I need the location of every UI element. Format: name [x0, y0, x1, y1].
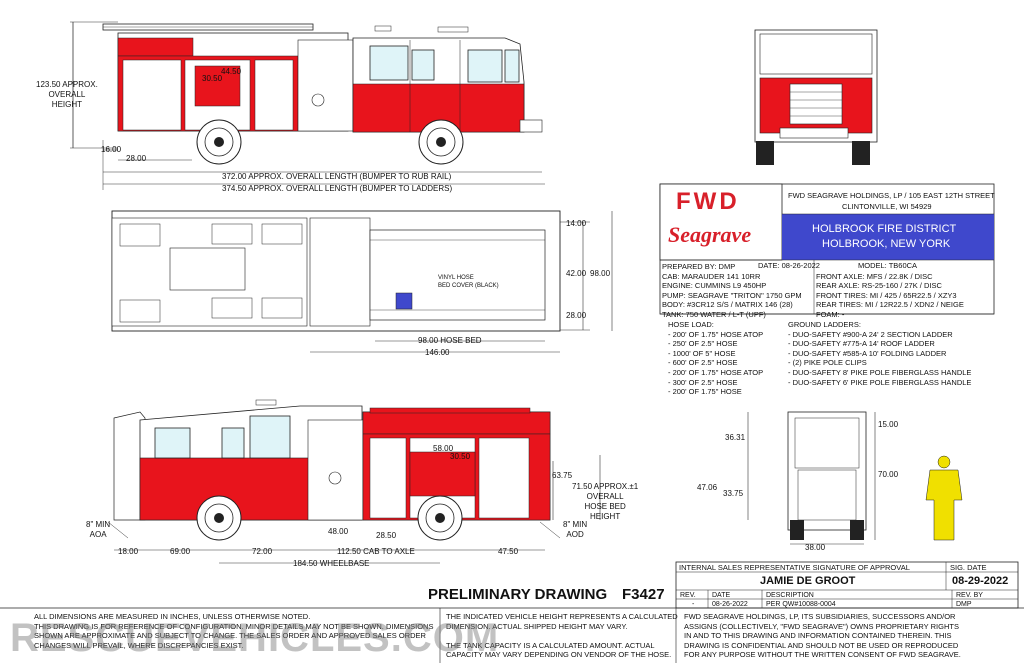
company-address: FWD SEAGRAVE HOLDINGS, LP / 105 EAST 12T… — [788, 191, 995, 200]
rev-header: REV. — [680, 592, 696, 599]
dim-28-top: 28.00 — [566, 311, 587, 320]
rev-date-value: 08-26-2022 — [712, 601, 748, 608]
dim-front-overhang: 16.00 — [101, 145, 122, 154]
sig-date-header: SIG. DATE — [950, 563, 987, 572]
rev-date-header: DATE — [712, 592, 731, 599]
model: MODEL: TB60CA — [858, 261, 918, 270]
dim-28-50: 28.50 — [376, 531, 397, 540]
overall-height-label: 123.50 APPROX. OVERALL HEIGHT — [36, 80, 98, 109]
signature-date: 08-29-2022 — [952, 575, 1009, 587]
dim-38: 38.00 — [805, 543, 826, 552]
dim-70: 70.00 — [878, 470, 899, 479]
rev-value: - — [692, 601, 695, 608]
hose-bed-length: 98.00 HOSE BED — [418, 336, 482, 345]
sig-header: INTERNAL SALES REPRESENTATIVE SIGNATURE … — [679, 563, 910, 572]
watermark: RESCUEVEHICLES.COM — [10, 616, 500, 660]
rev-by-header: REV. BY — [956, 592, 983, 599]
dim-47-50: 47.50 — [498, 547, 519, 556]
rev-description-value: PER QW#10088-0004 — [766, 601, 836, 608]
dim-14: 14.00 — [566, 219, 587, 228]
overall-length-ladders: 374.50 APPROX. OVERALL LENGTH (BUMPER TO… — [222, 184, 453, 193]
rev-by-value: DMP — [956, 601, 972, 608]
dim-28: 28.00 — [126, 154, 147, 163]
rear-aod: 8" MIN AOD — [563, 520, 588, 539]
dim-42: 42.00 — [566, 269, 587, 278]
wheelbase: 184.50 WHEELBASE — [293, 559, 370, 568]
ground-ladders-title: GROUND LADDERS: — [788, 320, 861, 329]
dim-69: 69.00 — [170, 547, 191, 556]
notes-right: FWD SEAGRAVE HOLDINGS, LP, ITS SUBSIDIAR… — [684, 612, 961, 660]
dim-18: 18.00 — [118, 547, 139, 556]
customer-name: HOLBROOK FIRE DISTRICT — [812, 223, 957, 235]
notes-middle: THE INDICATED VEHICLE HEIGHT REPRESENTS … — [446, 612, 678, 660]
signer-name: JAMIE DE GROOT — [760, 575, 856, 587]
dim-98: 98.00 — [590, 269, 611, 278]
company-city: CLINTONVILLE, WI 54929 — [842, 202, 932, 211]
dim-30-50-left: 30.50 — [450, 452, 471, 461]
notes-left: ALL DIMENSIONS ARE MEASURED IN INCHES, U… — [34, 612, 434, 650]
cab-to-axle: 112.50 CAB TO AXLE — [337, 547, 415, 556]
specs-right: FRONT AXLE: MFS / 22.8K / DISC REAR AXLE… — [816, 271, 964, 319]
vinyl-hose-bed-cover: VINYL HOSE BED COVER (BLACK) — [438, 275, 499, 289]
overall-length-rub-rail: 372.00 APPROX. OVERALL LENGTH (BUMPER TO… — [222, 172, 452, 181]
dim-146: 146.00 — [425, 348, 450, 357]
dim-48: 48.00 — [328, 527, 349, 536]
hose-load-title: HOSE LOAD: — [668, 320, 714, 329]
dim-63-75: 63.75 — [552, 471, 573, 480]
hose-load-list: HOSE LOAD: - 200' OF 1.75" HOSE ATOP - 2… — [668, 320, 764, 397]
drawing-title: PRELIMINARY DRAWING — [428, 586, 608, 603]
dim-15: 15.00 — [878, 420, 899, 429]
dim-72: 72.00 — [252, 547, 273, 556]
prepared-date: DATE: 08-26-2022 — [758, 261, 820, 270]
brand-logo-fwd: FWD — [676, 188, 740, 215]
drawing-number: F3427 — [622, 586, 665, 603]
dim-58: 58.00 — [433, 444, 454, 453]
dim-36-31: 36.31 — [725, 433, 746, 442]
dim-47-06: 47.06 — [697, 483, 718, 492]
dim-30-50: 30.50 — [202, 74, 223, 83]
specs-left: PREPARED BY: DMP CAB: MARAUDER 141 10RR … — [662, 262, 802, 319]
front-aoa: 8" MIN AOA — [86, 520, 111, 539]
rev-description-header: DESCRIPTION — [766, 592, 814, 599]
ground-ladders-list: GROUND LADDERS: - DUO-SAFETY #900-A 24' … — [788, 320, 972, 387]
brand-logo-seagrave: Seagrave — [668, 222, 752, 247]
customer-location: HOLBROOK, NEW YORK — [822, 238, 951, 250]
dim-33-75: 33.75 — [723, 489, 744, 498]
hose-bed-height: 71.50 APPROX.±1 OVERALL HOSE BED HEIGHT — [572, 482, 639, 521]
dim-44-50: 44.50 — [221, 67, 242, 76]
